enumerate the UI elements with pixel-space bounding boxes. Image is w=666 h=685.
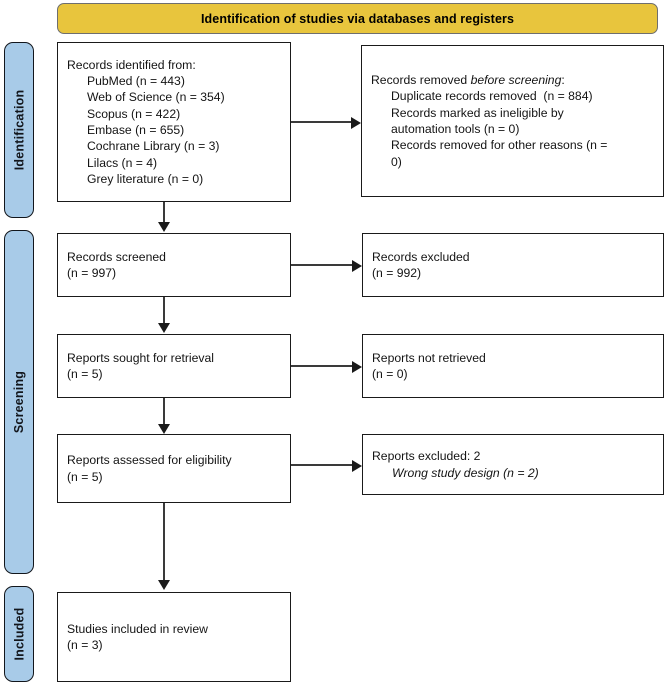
studies-included-label: Studies included in review: [67, 621, 208, 636]
diagram-banner-title: Identification of studies via databases …: [57, 3, 658, 34]
arrow-head-down-icon: [157, 323, 170, 333]
arrow-shaft: [163, 297, 165, 324]
arrow-shaft: [291, 464, 354, 466]
arrow-shaft: [163, 202, 165, 223]
arrow-shaft: [163, 503, 165, 581]
stage-label-included: Included: [4, 586, 34, 682]
removed-ineligible-automation-2: automation tools (n = 0): [391, 122, 520, 136]
reports-excluded-reason-wrong-study-design: Wrong study design (n = 2): [392, 465, 539, 480]
box-records-removed-before-screening: Records removed before screening: Duplic…: [361, 45, 664, 197]
records-removed-heading-pre: Records removed: [371, 73, 471, 88]
source-grey-literature: Grey literature (n = 0): [87, 171, 204, 186]
stage-label-screening-text: Screening: [12, 370, 26, 434]
reports-assessed-count: (n = 5): [67, 469, 103, 484]
arrow-head-down-icon: [157, 222, 170, 232]
stage-label-included-text: Included: [12, 607, 26, 661]
reports-not-retrieved-label: Reports not retrieved: [372, 350, 486, 365]
box-reports-not-retrieved: Reports not retrieved (n = 0): [362, 334, 664, 398]
arrow-head-right-icon: [351, 116, 361, 129]
source-pubmed: PubMed (n = 443): [87, 74, 185, 89]
reports-sought-count: (n = 5): [67, 367, 103, 381]
records-excluded-count: (n = 992): [372, 266, 422, 280]
records-identified-heading: Records identified from:: [67, 57, 196, 72]
source-scopus: Scopus (n = 422): [87, 106, 181, 121]
source-lilacs: Lilacs (n = 4): [87, 155, 158, 170]
arrow-head-down-icon: [157, 424, 170, 434]
removed-duplicates: Duplicate records removed (n = 884): [391, 89, 593, 104]
reports-excluded-heading: Reports excluded: 2: [372, 449, 481, 464]
source-web-of-science: Web of Science (n = 354): [87, 90, 225, 105]
box-records-excluded: Records excluded (n = 992): [362, 233, 664, 297]
arrow-head-right-icon: [352, 259, 362, 272]
stage-label-identification-text: Identification: [12, 89, 27, 171]
records-removed-heading: Records removed before screening:: [371, 72, 654, 88]
source-embase: Embase (n = 655): [87, 123, 185, 137]
records-removed-heading-post: :: [561, 73, 565, 88]
arrow-head-right-icon: [352, 459, 362, 472]
box-reports-sought-for-retrieval: Reports sought for retrieval (n = 5): [57, 334, 291, 398]
box-studies-included-in-review: Studies included in review (n = 3): [57, 592, 291, 682]
records-removed-heading-emphasis: before screening: [470, 73, 562, 88]
reports-sought-label: Reports sought for retrieval: [67, 350, 214, 365]
removed-ineligible-automation-1: Records marked as ineligible by: [391, 105, 564, 120]
studies-included-count: (n = 3): [67, 638, 103, 652]
records-excluded-label: Records excluded: [372, 249, 470, 264]
removed-other-reasons-2: 0): [391, 154, 402, 169]
arrow-shaft: [163, 398, 165, 425]
arrow-head-down-icon: [157, 580, 170, 590]
box-reports-assessed-for-eligibility: Reports assessed for eligibility (n = 5): [57, 434, 291, 503]
source-cochrane-library: Cochrane Library (n = 3): [87, 139, 220, 154]
stage-label-screening: Screening: [4, 230, 34, 574]
box-records-identified: Records identified from: PubMed (n = 443…: [57, 42, 291, 202]
arrow-shaft: [291, 121, 353, 123]
arrow-head-right-icon: [352, 360, 362, 373]
arrow-shaft: [291, 264, 354, 266]
records-screened-count: (n = 997): [67, 266, 117, 280]
box-records-screened: Records screened (n = 997): [57, 233, 291, 297]
records-screened-label: Records screened: [67, 249, 166, 264]
arrow-shaft: [291, 365, 354, 367]
reports-assessed-label: Reports assessed for eligibility: [67, 453, 232, 468]
reports-not-retrieved-count: (n = 0): [372, 367, 408, 381]
box-reports-excluded-reasons: Reports excluded: 2 Wrong study design (…: [362, 434, 664, 495]
removed-other-reasons-1: Records removed for other reasons (n =: [391, 138, 608, 153]
stage-label-identification: Identification: [4, 42, 34, 218]
